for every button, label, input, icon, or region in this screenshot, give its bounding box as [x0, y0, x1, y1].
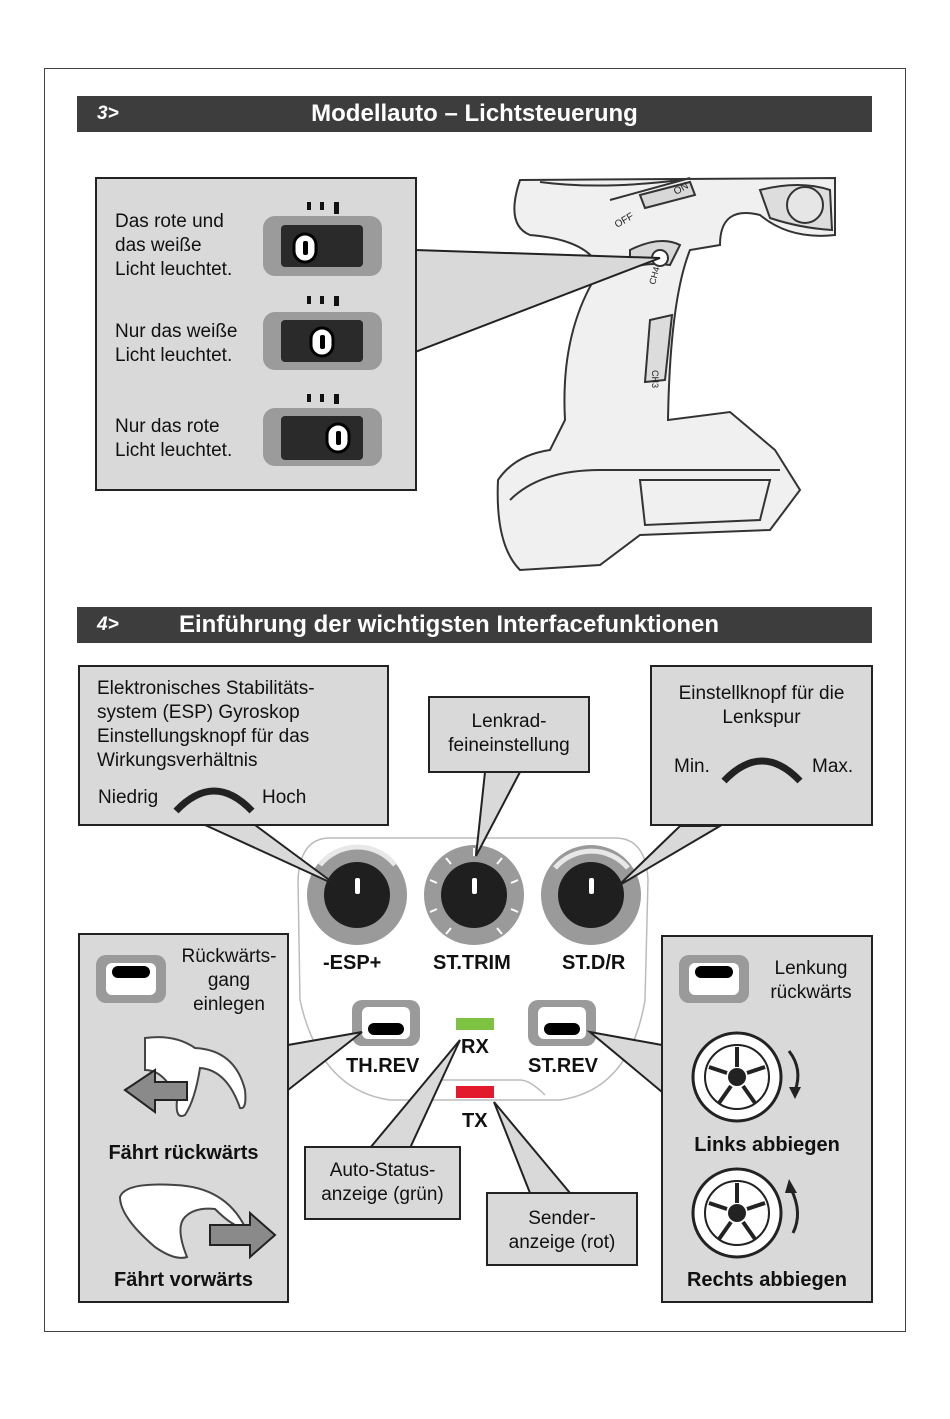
wheel-left-icon [691, 1031, 801, 1123]
switch-icon [679, 955, 749, 1003]
th-rev-label: TH.REV [346, 1055, 420, 1077]
section-number: 4> [97, 614, 119, 635]
arc-icon [721, 757, 803, 784]
svg-text:CH4: CH4 [647, 266, 661, 286]
wheel-right-icon [691, 1167, 799, 1259]
arc-icon [173, 787, 255, 814]
light-state-1-text: Das rote und das weiße Licht leuchtet. [115, 211, 233, 280]
esp-min-label: Niedrig [98, 787, 159, 808]
right-turn-label: Rechts abbiegen [686, 1269, 848, 1291]
left-turn-label: Links abbiegen [694, 1134, 840, 1156]
section-title: Einführung der wichtigsten Interfacefunk… [179, 611, 720, 638]
dr-knob-label: ST.D/R [562, 952, 626, 974]
backward-trigger-icon [123, 1036, 247, 1117]
tx-led [456, 1086, 494, 1098]
section-4-header: 4> Einführung der wichtigsten Interfacef… [77, 607, 872, 643]
light-state-2-text: Nur das weiße Licht leuchtet. [115, 321, 238, 366]
esp-info-box: Elektronisches Stabilitäts- system (ESP)… [78, 665, 389, 826]
section-number: 3> [97, 103, 119, 124]
sender-box: Sender- anzeige (rot) [486, 1192, 638, 1266]
svg-text:CH3: CH3 [650, 370, 660, 388]
auto-status-box: Auto-Status- anzeige (grün) [304, 1146, 461, 1220]
forward-trigger-icon [118, 1183, 277, 1260]
section-title: Modellauto – Lichtsteuerung [311, 100, 638, 127]
trim-info-box: Lenkrad- feineinstellung [428, 696, 590, 773]
reverse-gear-box: Rückwärts- gang einlegen Fährt rückwärts… [78, 933, 289, 1303]
section-3-header: 3> Modellauto – Lichtsteuerung [77, 96, 872, 132]
rx-led [456, 1018, 494, 1030]
switch-icon [96, 955, 166, 1003]
dr-min-label: Min. [674, 756, 710, 777]
tx-label: TX [462, 1110, 488, 1132]
trim-knob-label: ST.TRIM [433, 952, 511, 974]
rx-label: RX [461, 1036, 489, 1058]
backward-label: Fährt rückwärts [108, 1142, 259, 1164]
steering-reverse-box: Lenkung rückwärts Links abbiegen Rechts … [661, 935, 873, 1303]
esp-max-label: Hoch [262, 787, 307, 808]
esp-knob-label: -ESP+ [323, 952, 382, 974]
dr-info-box: Einstellknopf für die Lenkspur Min. Max. [650, 665, 873, 826]
dr-max-label: Max. [812, 756, 854, 777]
st-rev-label: ST.REV [528, 1055, 599, 1077]
light-state-3-text: Nur das rote Licht leuchtet. [115, 416, 233, 461]
page-frame [44, 68, 906, 1332]
forward-label: Fährt vorwärts [114, 1269, 253, 1291]
